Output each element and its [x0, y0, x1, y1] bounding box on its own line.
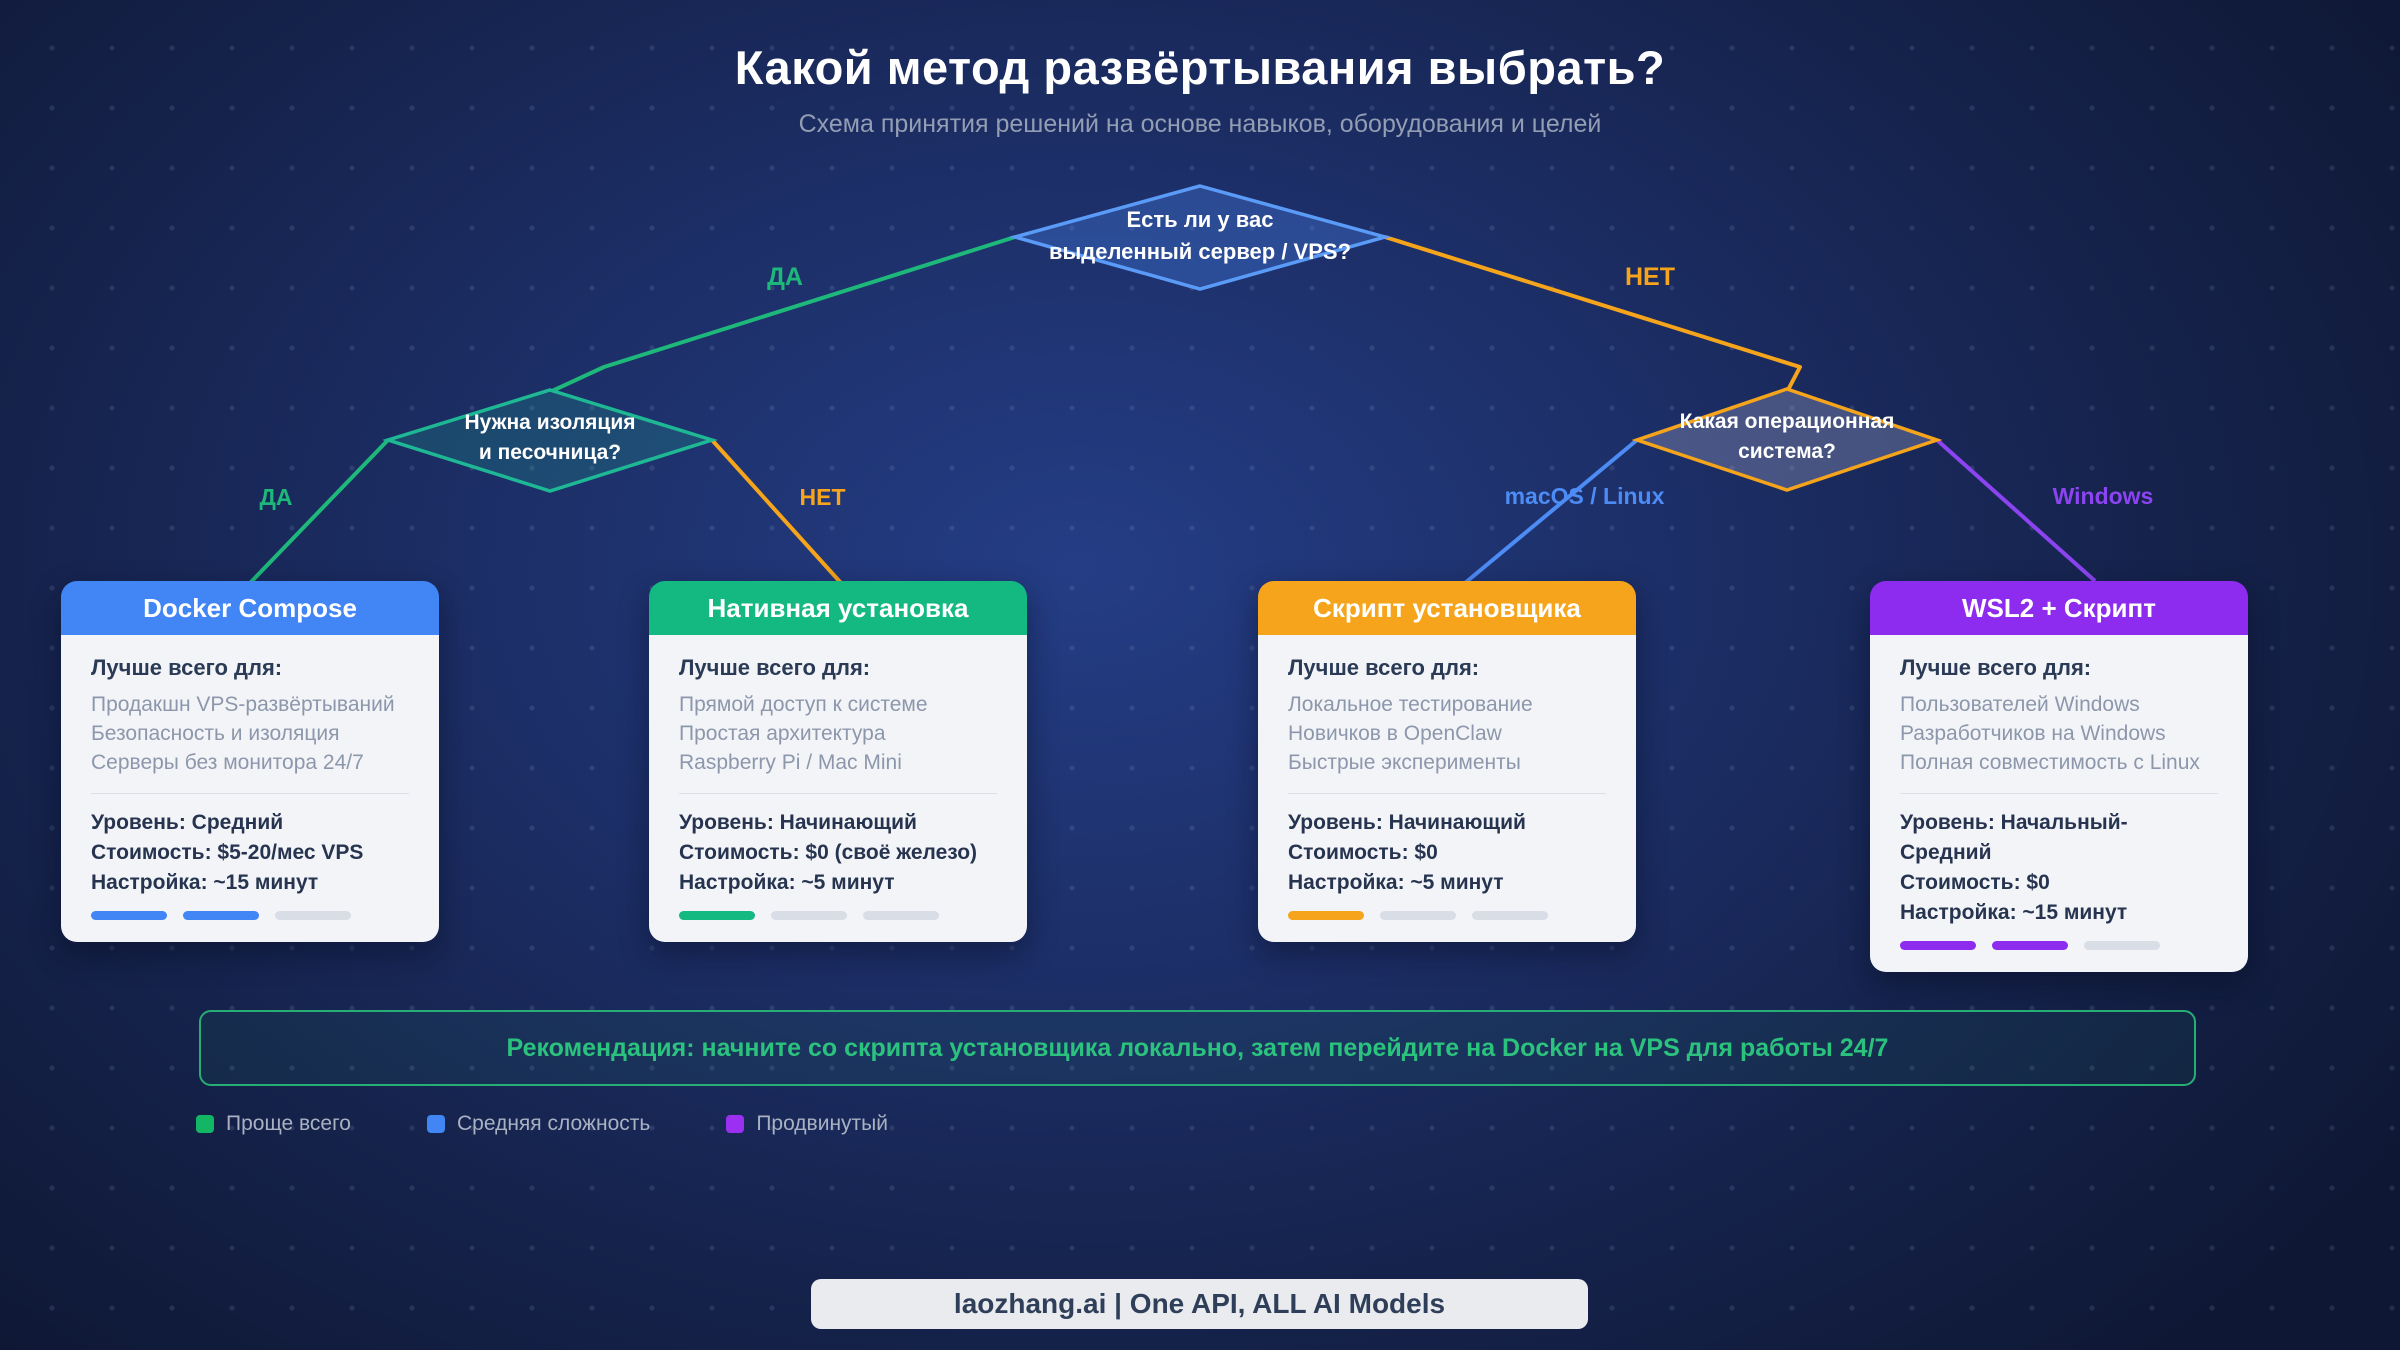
legend-item-medium: Средняя сложность	[427, 1112, 650, 1136]
decision-isolation-diamond	[382, 388, 718, 493]
setup-stat: Настройка: ~15 минут	[1900, 901, 2128, 924]
difficulty-pill	[863, 911, 939, 920]
setup-stat: Настройка: ~5 минут	[679, 871, 895, 894]
best-for-item: Простая архитектура	[679, 722, 886, 745]
level-stat: Уровень: Начинающий	[1288, 811, 1526, 834]
decision-isolation-label: Нужна изоляция и песочница?	[464, 411, 636, 465]
edge-label-macos-linux: macOS / Linux	[1504, 483, 1665, 509]
edge-no-to-native	[710, 438, 843, 585]
difficulty-meter	[91, 911, 409, 920]
best-for-item: Пользователей Windows	[1900, 693, 2140, 716]
card-divider	[91, 793, 409, 794]
difficulty-meter	[1288, 911, 1606, 920]
best-for-item: Новичков в OpenClaw	[1288, 722, 1502, 745]
decision-os-label: Какая операционная система?	[1679, 410, 1895, 464]
best-for-item: Полная совместимость с Linux	[1900, 751, 2200, 774]
legend-label: Продвинутый	[756, 1112, 888, 1135]
setup-stat: Настройка: ~5 минут	[1288, 871, 1504, 894]
setup-stat: Настройка: ~15 минут	[91, 871, 319, 894]
recommendation-banner: Рекомендация: начните со скрипта установ…	[199, 1010, 2196, 1086]
card-title: Нативная установка	[649, 581, 1027, 635]
difficulty-pill	[1900, 941, 1976, 950]
decision-root-label: Есть ли у вас выделенный сервер / VPS?	[1048, 207, 1352, 264]
difficulty-pill	[1992, 941, 2068, 950]
legend: Проще всего Средняя сложность Продвинуты…	[196, 1112, 888, 1136]
legend-swatch-green	[196, 1115, 214, 1133]
difficulty-pill	[1472, 911, 1548, 920]
legend-item-easiest: Проще всего	[196, 1112, 351, 1136]
level-stat: Уровень: Начальный-Средний	[1900, 811, 2128, 864]
best-for-heading: Лучше всего для:	[91, 655, 283, 680]
best-for-item: Безопасность и изоляция	[91, 722, 340, 745]
card-body: Лучше всего для: Прямой доступ к системе…	[649, 635, 1027, 942]
edge-no-to-os	[1384, 235, 1802, 391]
edge-label-no-left: НЕТ	[799, 484, 846, 510]
difficulty-pill	[679, 911, 755, 920]
best-for-item: Локальное тестирование	[1288, 693, 1533, 716]
edge-label-yes-top: ДА	[767, 263, 803, 291]
difficulty-pill	[183, 911, 259, 920]
level-stat: Уровень: Начинающий	[679, 811, 917, 834]
edge-yes-to-docker	[248, 438, 390, 585]
card-body: Лучше всего для: Локальное тестирование …	[1258, 635, 1636, 942]
legend-swatch-purple	[726, 1115, 745, 1133]
edge-label-no-top: НЕТ	[1625, 263, 1675, 291]
decision-os-diamond	[1631, 387, 1943, 492]
best-for-item: Быстрые эксперименты	[1288, 751, 1521, 774]
legend-label: Проще всего	[226, 1112, 351, 1135]
best-for-item: Разработчиков на Windows	[1900, 722, 2166, 745]
best-for-heading: Лучше всего для:	[1900, 655, 2092, 680]
page-subtitle: Схема принятия решений на основе навыков…	[798, 110, 1602, 138]
best-for-item: Raspberry Pi / Mac Mini	[679, 751, 902, 774]
card-docker-compose: Docker Compose Лучше всего для: Продакшн…	[61, 581, 439, 942]
difficulty-pill	[275, 911, 351, 920]
card-title: WSL2 + Скрипт	[1870, 581, 2248, 635]
card-divider	[1288, 793, 1606, 794]
difficulty-pill	[91, 911, 167, 920]
cost-stat: Стоимость: $0	[1288, 841, 1438, 864]
difficulty-pill	[2084, 941, 2160, 950]
footer-branding: laozhang.ai | One API, ALL AI Models	[811, 1279, 1588, 1329]
difficulty-meter	[679, 911, 997, 920]
best-for-item: Серверы без монитора 24/7	[91, 751, 364, 774]
edge-yes-to-isolation	[551, 235, 1016, 393]
best-for-item: Прямой доступ к системе	[679, 693, 928, 716]
card-wsl2-script: WSL2 + Скрипт Лучше всего для: Пользоват…	[1870, 581, 2248, 972]
card-native-install: Нативная установка Лучше всего для: Прям…	[649, 581, 1027, 942]
edge-windows-to-wsl	[1935, 438, 2097, 583]
best-for-heading: Лучше всего для:	[679, 655, 871, 680]
legend-swatch-blue	[427, 1115, 445, 1133]
level-stat: Уровень: Средний	[91, 811, 284, 834]
card-divider	[1900, 793, 2218, 794]
card-installer-script: Скрипт установщика Лучше всего для: Лока…	[1258, 581, 1636, 942]
page-title: Какой метод развёртывания выбрать?	[734, 41, 1666, 94]
card-body: Лучше всего для: Пользователей Windows Р…	[1870, 635, 2248, 972]
difficulty-meter	[1900, 941, 2218, 950]
legend-item-advanced: Продвинутый	[726, 1112, 888, 1136]
best-for-heading: Лучше всего для:	[1288, 655, 1480, 680]
difficulty-pill	[1380, 911, 1456, 920]
legend-label: Средняя сложность	[457, 1112, 651, 1135]
edge-label-yes-left: ДА	[259, 484, 293, 510]
card-body: Лучше всего для: Продакшн VPS-развёртыва…	[61, 635, 439, 942]
best-for-item: Продакшн VPS-развёртываний	[91, 693, 395, 716]
card-divider	[679, 793, 997, 794]
cost-stat: Стоимость: $5-20/мес VPS	[91, 841, 364, 864]
cost-stat: Стоимость: $0	[1900, 871, 2050, 894]
edge-macos-to-script	[1463, 438, 1639, 585]
difficulty-pill	[771, 911, 847, 920]
decision-root-diamond	[1008, 184, 1392, 291]
difficulty-pill	[1288, 911, 1364, 920]
card-title: Docker Compose	[61, 581, 439, 635]
cost-stat: Стоимость: $0 (своё железо)	[679, 841, 978, 864]
card-title: Скрипт установщика	[1258, 581, 1636, 635]
edge-label-windows: Windows	[2052, 483, 2154, 509]
